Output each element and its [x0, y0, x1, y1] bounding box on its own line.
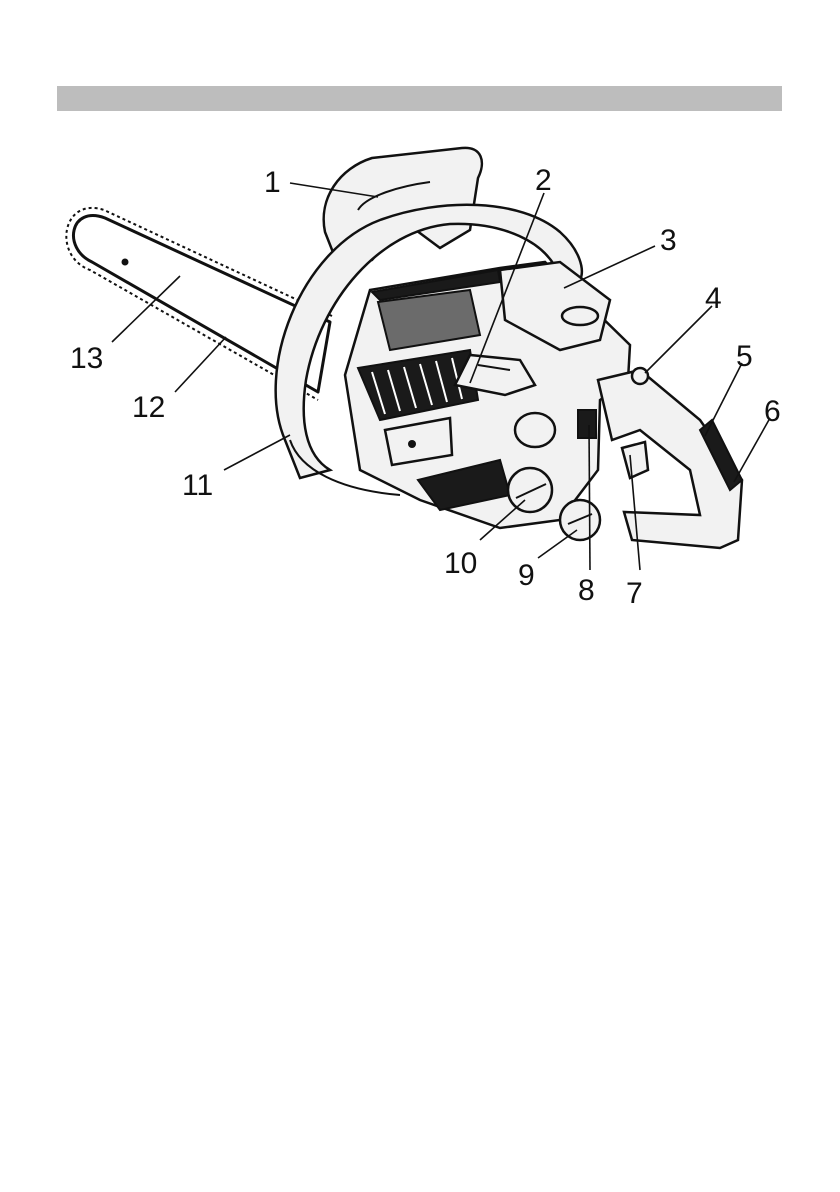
- cover-cap: [562, 307, 598, 325]
- callout-13: 13: [70, 342, 103, 375]
- fuel-tank-cap: [560, 500, 600, 540]
- callout-1: 1: [264, 166, 281, 199]
- callout-9: 9: [518, 559, 535, 592]
- callout-10: 10: [444, 547, 477, 580]
- leader-line-12: [175, 337, 226, 392]
- leader-line-8: [589, 425, 590, 570]
- engine-housing: [345, 262, 630, 528]
- throttle-trigger: [622, 442, 648, 478]
- on-off-switch: [578, 410, 596, 438]
- callout-12: 12: [132, 391, 165, 424]
- callout-8: 8: [578, 574, 595, 607]
- guide-bar-rivet: [122, 259, 129, 266]
- choke-knob: [632, 368, 648, 384]
- rear-handle: [598, 368, 742, 548]
- leader-line-9: [538, 530, 577, 558]
- callout-6: 6: [764, 395, 781, 428]
- callout-7: 7: [626, 577, 643, 610]
- callout-4: 4: [705, 282, 722, 315]
- chainsaw-diagram: 1 2 3 4 5 6 7 8 9 10 11 12 13: [0, 0, 840, 640]
- leader-line-11: [224, 435, 290, 470]
- callout-3: 3: [660, 224, 677, 257]
- leader-line-5: [705, 363, 742, 436]
- leader-line-4: [645, 306, 712, 373]
- callout-5: 5: [736, 340, 753, 373]
- oil-tank-cap: [508, 468, 552, 512]
- callout-11: 11: [182, 469, 213, 502]
- callout-2: 2: [535, 164, 552, 197]
